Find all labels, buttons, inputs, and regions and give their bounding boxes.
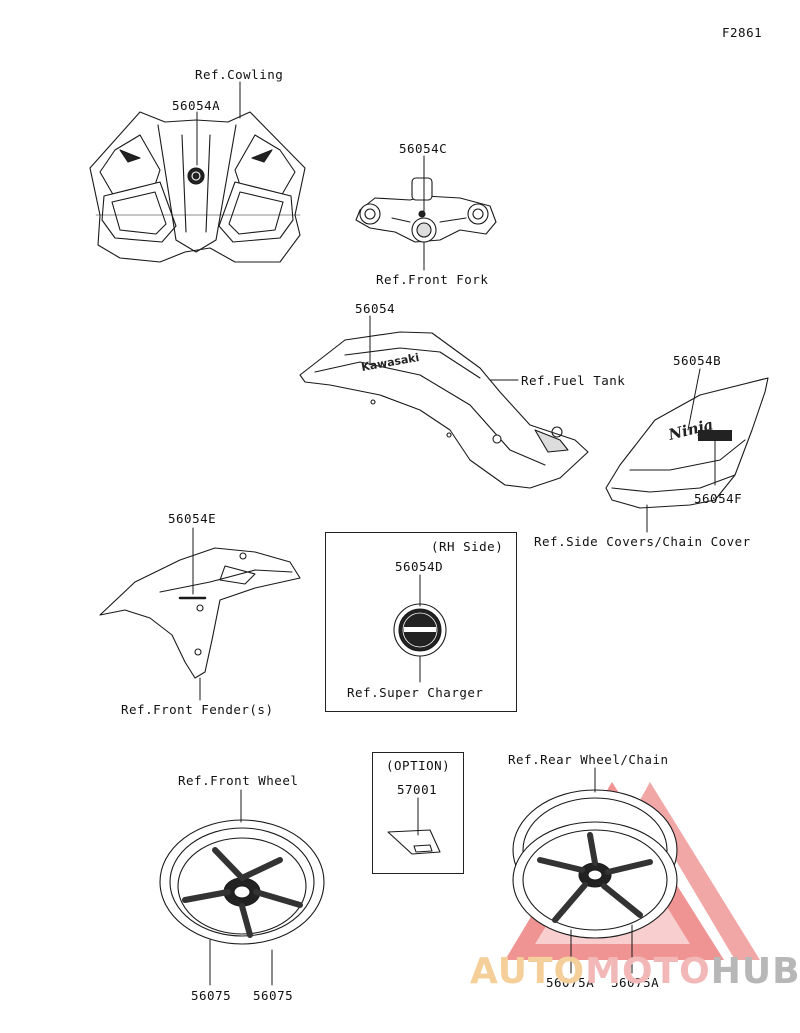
callout-ref-fuel-tank: Ref.Fuel Tank xyxy=(521,373,626,388)
callout-56054f: 56054F xyxy=(694,491,743,506)
option-title: (OPTION) xyxy=(386,758,451,773)
callout-56075a-left: 56075A xyxy=(546,975,595,990)
rh-side-title: (RH Side) xyxy=(431,539,504,554)
front-fender-drawing xyxy=(99,547,301,679)
figure-code: F2861 xyxy=(722,25,763,40)
callout-56075a-right: 56075A xyxy=(611,975,660,990)
side-covers-drawing xyxy=(605,377,769,509)
callout-ref-rear-wheel: Ref.Rear Wheel/Chain xyxy=(508,752,669,767)
watermark-part-moto: MOTO xyxy=(585,951,711,992)
rear-wheel-drawing xyxy=(512,789,678,939)
leader-lines xyxy=(192,81,716,986)
callout-ref-side-covers: Ref.Side Covers/Chain Cover xyxy=(534,534,751,549)
callout-ref-front-fender: Ref.Front Fender(s) xyxy=(121,702,274,717)
callout-56054b: 56054B xyxy=(673,353,722,368)
watermark-part-auto: AUTO xyxy=(470,951,586,992)
callout-56075-right: 56075 xyxy=(253,988,294,1003)
front-fork-drawing xyxy=(355,177,497,243)
option-box xyxy=(372,752,464,874)
callout-56054a: 56054A xyxy=(172,98,221,113)
callout-ref-front-wheel: Ref.Front Wheel xyxy=(178,773,299,788)
front-wheel-drawing xyxy=(159,819,325,945)
callout-57001: 57001 xyxy=(397,782,438,797)
watermark-logo: AUTOMOTOHUB xyxy=(470,951,800,992)
rh-side-box xyxy=(325,532,517,712)
callout-56054: 56054 xyxy=(355,301,396,316)
option-card-drawing xyxy=(387,829,441,855)
callout-56054e: 56054E xyxy=(168,511,217,526)
fuel-tank-drawing xyxy=(299,331,589,489)
callout-56075-left: 56075 xyxy=(191,988,232,1003)
watermark-part-hub: HUB xyxy=(710,951,800,992)
cowling-drawing xyxy=(89,111,306,263)
callout-56054c: 56054C xyxy=(399,141,448,156)
super-charger-drawing xyxy=(393,603,447,657)
callout-ref-front-fork: Ref.Front Fork xyxy=(376,272,489,287)
callout-ref-cowling: Ref.Cowling xyxy=(195,67,284,82)
callout-ref-super-charger: Ref.Super Charger xyxy=(347,685,484,700)
callout-56054d: 56054D xyxy=(395,559,444,574)
